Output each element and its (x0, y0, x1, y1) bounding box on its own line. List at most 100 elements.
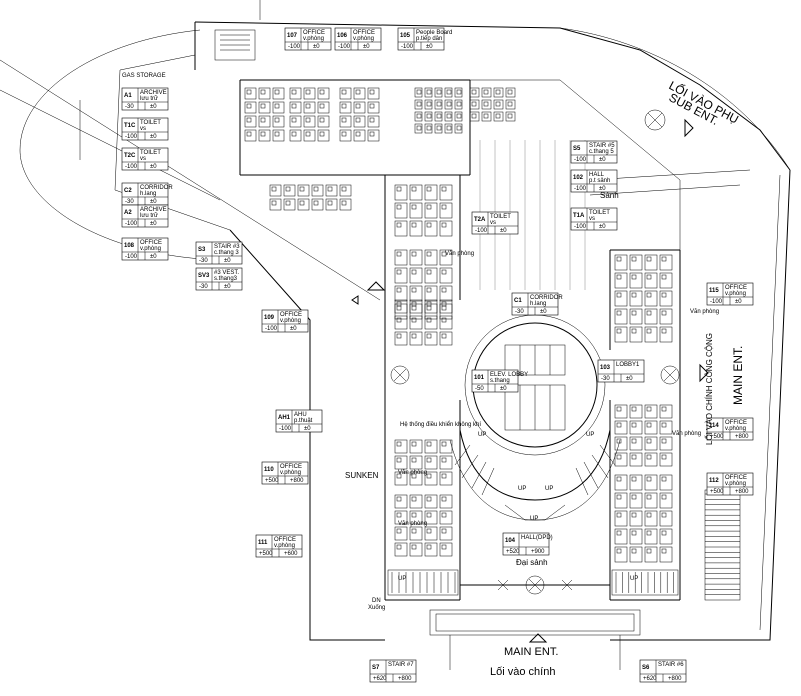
cubicle (469, 87, 480, 98)
cubicle (409, 249, 423, 266)
cubicle (409, 526, 423, 541)
cubicle (339, 115, 352, 128)
cubicle (629, 546, 643, 563)
room-sub-name: lưu trữ (140, 96, 158, 102)
cubicle (424, 111, 433, 122)
cubicle (439, 220, 453, 237)
cubicle (409, 202, 423, 219)
cubicle (439, 202, 453, 219)
sub-entrance-curve (559, 27, 791, 171)
room-sub-name: p.t sảnh (589, 178, 610, 184)
room-level-2: ±0 (500, 386, 507, 392)
cubicle (272, 129, 285, 142)
room-level-2: +800 (735, 434, 749, 440)
cubicle (424, 542, 438, 557)
cubicle (644, 492, 658, 509)
room-sub-name: v.phòng (140, 246, 161, 252)
sanh-label: Sảnh (600, 191, 619, 200)
room-name: ELEV. LOBBY (490, 372, 528, 378)
cubicle (505, 99, 516, 110)
room-sub-name: vs (140, 156, 146, 162)
cubicle (353, 129, 366, 142)
room-code: 102 (573, 175, 584, 181)
cubicle (258, 129, 271, 142)
cubicle (367, 115, 380, 128)
room-level-2: ±0 (735, 299, 742, 305)
room-code: 111 (258, 540, 268, 546)
room-level-2: ±0 (150, 134, 157, 140)
cubicle (394, 455, 408, 470)
room-sub-name: v.phòng (725, 426, 746, 432)
cubicle (614, 510, 628, 527)
cubicle (409, 267, 423, 284)
room-level-2: ±0 (290, 326, 297, 332)
cubicle (614, 528, 628, 545)
cubicle (614, 546, 628, 563)
room-name: TOILET (490, 214, 511, 220)
cubicle (614, 474, 628, 491)
room-level-2: ±0 (599, 157, 606, 163)
cubicle (409, 315, 423, 330)
room-sub-name: v.phòng (280, 318, 301, 324)
central-core (449, 314, 621, 521)
room-name: OFFICE (140, 240, 162, 246)
room-sub-name: p.tiếp dân (416, 36, 442, 42)
room-code: 112 (709, 478, 719, 484)
cubicle (493, 111, 504, 122)
room-sub-name: v.phòng (274, 543, 295, 549)
building-outline (114, 21, 791, 641)
room-name: TOILET (140, 120, 161, 126)
room-code: A2 (124, 210, 132, 216)
cubicle (297, 198, 310, 211)
room-level-1: -100 (401, 44, 414, 50)
room-sub-name: s.thang3 (214, 276, 238, 282)
cubicle (394, 202, 408, 219)
gas-storage-label: GAS STORAGE (122, 73, 166, 79)
cubicle (439, 285, 453, 302)
cubicle (614, 308, 628, 325)
up-label-7: UP (530, 516, 538, 522)
cubicle (424, 184, 438, 201)
cubicle (394, 299, 408, 314)
cubicle (659, 436, 673, 451)
room-code: AH1 (278, 415, 291, 421)
cubicle (659, 272, 673, 289)
room-name: HALL (589, 172, 605, 178)
cubicle (272, 115, 285, 128)
room-level-2: ±0 (150, 199, 157, 205)
cubicle (444, 123, 453, 134)
dn-label: DN (372, 598, 381, 604)
sunken-label: SUNKEN (345, 471, 379, 480)
cubicle (414, 99, 423, 110)
cubicle (272, 87, 285, 100)
cubicle (317, 87, 330, 100)
cubicle (394, 249, 408, 266)
cubicle (454, 123, 463, 134)
van-phong-label-4: Văn phòng (398, 470, 427, 476)
room-level-2: +800 (735, 489, 749, 495)
room-name: OFFICE (280, 464, 302, 470)
room-level-2: ±0 (363, 44, 370, 50)
cubicle (394, 267, 408, 284)
cubicle (439, 267, 453, 284)
room-level-2: +900 (531, 549, 545, 555)
room-level-1: -100 (125, 134, 138, 140)
cubicle (325, 198, 338, 211)
cubicle (353, 101, 366, 114)
cubicle (659, 290, 673, 307)
cubicle (439, 471, 453, 486)
cubicle (244, 129, 257, 142)
cubicle (424, 202, 438, 219)
room-name: STAIR #5 (589, 143, 615, 149)
room-code: T2A (474, 217, 486, 223)
